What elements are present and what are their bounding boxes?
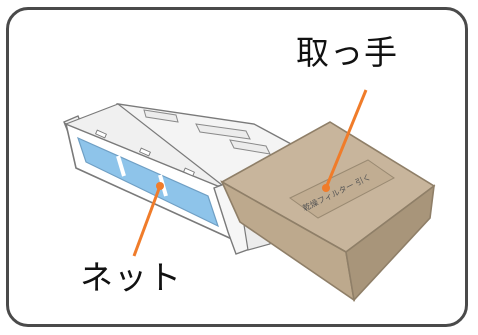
handle-leader-dot	[322, 184, 330, 192]
frame-clip	[183, 167, 195, 177]
net-leader-dot	[156, 182, 164, 190]
frame-clip	[95, 129, 107, 139]
net-label: ネット	[80, 258, 182, 297]
frame-clip	[139, 147, 151, 157]
filter-tab	[229, 139, 271, 155]
filter-net	[76, 136, 220, 228]
filter-tab	[195, 123, 251, 140]
frame-rib	[116, 155, 126, 177]
net-leader-line	[132, 185, 162, 257]
filter-lid-side	[345, 184, 436, 302]
filter-tab	[143, 109, 179, 123]
lid-label-recess	[289, 159, 395, 219]
handle-leader-line	[324, 89, 368, 189]
handle-label: 取っ手	[296, 33, 398, 72]
